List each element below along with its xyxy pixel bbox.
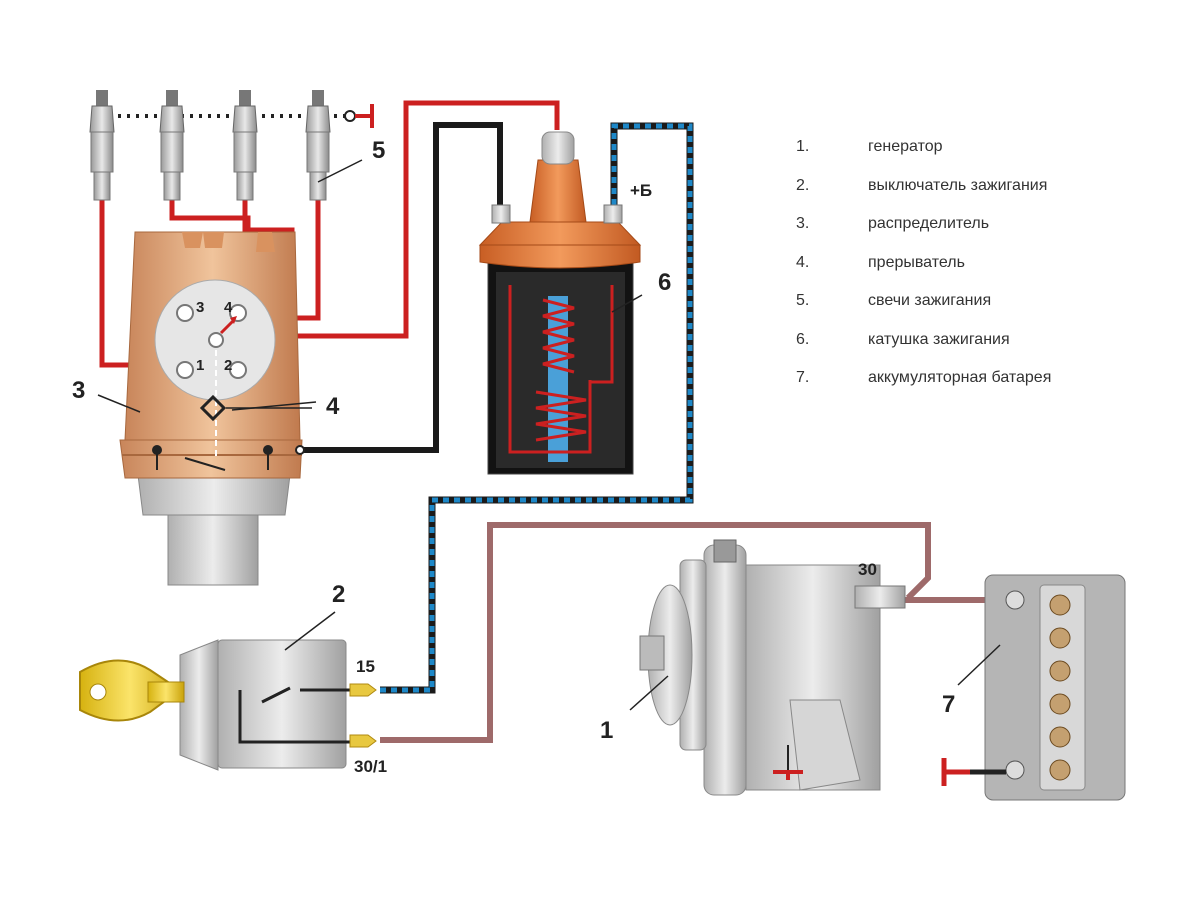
battery xyxy=(941,574,1126,801)
ignition-coil: +Б xyxy=(478,131,652,475)
coil-terminal-minus xyxy=(491,204,511,224)
battery-terminal-minus xyxy=(1005,760,1025,780)
plug-ground-terminal xyxy=(344,110,356,122)
legend-item: 6. катушка зажигания xyxy=(796,331,1116,370)
callout-leaders xyxy=(97,159,1001,711)
distributor: 3 4 1 2 xyxy=(119,231,312,586)
legend-item: 7. аккумуляторная батарея xyxy=(796,369,1116,408)
callout-battery: 7 xyxy=(942,691,955,718)
coil-hv-tower xyxy=(541,131,575,165)
spark-plugs xyxy=(89,90,331,201)
callout-generator: 1 xyxy=(600,717,613,744)
distributor-pin-label-3: 3 xyxy=(196,299,204,316)
switch-body xyxy=(217,639,347,769)
breaker-cam-icon xyxy=(199,394,227,422)
callout-ignition-coil: 6 xyxy=(658,269,671,296)
battery-cell-caps xyxy=(1049,594,1071,781)
legend-item-number: 3. xyxy=(796,215,810,232)
legend-item: 5. свечи зажигания xyxy=(796,292,1116,331)
legend-item-label: выключатель зажигания xyxy=(868,176,1048,194)
legend-item: 4. прерыватель xyxy=(796,254,1116,293)
distributor-pin-label-1: 1 xyxy=(196,357,204,374)
spark-plug xyxy=(159,90,185,201)
spark-plug xyxy=(232,90,258,201)
generator: 30 xyxy=(639,539,906,796)
legend-item-number: 7. xyxy=(796,369,810,386)
callout-ignition-switch: 2 xyxy=(332,581,345,608)
ground-symbol-icon xyxy=(773,770,803,780)
battery-terminal-plus xyxy=(1005,590,1025,610)
legend-item-label: распределитель xyxy=(868,215,990,232)
callout-breaker: 4 xyxy=(326,393,340,420)
legend-item: 2. выключатель зажигания xyxy=(796,177,1116,216)
callout-spark-plugs: 5 xyxy=(372,137,385,164)
low-voltage-wire xyxy=(302,122,503,453)
distributor-pin-label-4: 4 xyxy=(224,299,233,316)
key-icon xyxy=(79,659,185,722)
coil-plus-terminal-label: +Б xyxy=(630,181,652,200)
legend-item-number: 2. xyxy=(796,176,810,194)
legend-item-label: свечи зажигания xyxy=(868,292,992,309)
ignition-switch: 15 30/1 xyxy=(79,639,387,776)
coil-winding-icon xyxy=(535,298,587,442)
ground-symbol-icon xyxy=(355,104,374,128)
legend-item-label: катушка зажигания xyxy=(868,330,1010,348)
switch-terminal-15 xyxy=(349,683,377,697)
legend-item: 3. распределитель xyxy=(796,215,1116,254)
legend-item-label: аккумуляторная батарея xyxy=(868,369,1052,386)
generator-terminal-30 xyxy=(854,585,906,609)
distributor-pin-label-2: 2 xyxy=(224,357,232,374)
spark-plug xyxy=(305,90,331,201)
legend-item-label: генератор xyxy=(868,138,943,155)
callout-distributor: 3 xyxy=(72,377,85,404)
legend-item-label: прерыватель xyxy=(868,253,965,271)
ground-symbol-icon xyxy=(941,758,970,786)
legend-item-number: 4. xyxy=(796,253,810,271)
generator-terminal-label-30: 30 xyxy=(858,560,877,579)
legend-item-number: 1. xyxy=(796,138,810,155)
legend-item-number: 5. xyxy=(796,292,810,309)
switch-terminal-30-1 xyxy=(349,734,377,748)
legend-item-number: 6. xyxy=(796,330,810,348)
coil-terminal-plus xyxy=(603,204,623,224)
spark-plug xyxy=(89,90,115,201)
switch-terminal-label-15: 15 xyxy=(356,657,375,676)
generator-front-cover xyxy=(703,544,747,796)
legend-item: 1. генератор xyxy=(796,138,1116,177)
legend: 1. генератор 2. выключатель зажигания 3.… xyxy=(796,138,1116,408)
rotor-arrow-icon xyxy=(219,318,236,335)
switch-terminal-label-30-1: 30/1 xyxy=(354,757,387,776)
switched-wire xyxy=(380,122,694,694)
